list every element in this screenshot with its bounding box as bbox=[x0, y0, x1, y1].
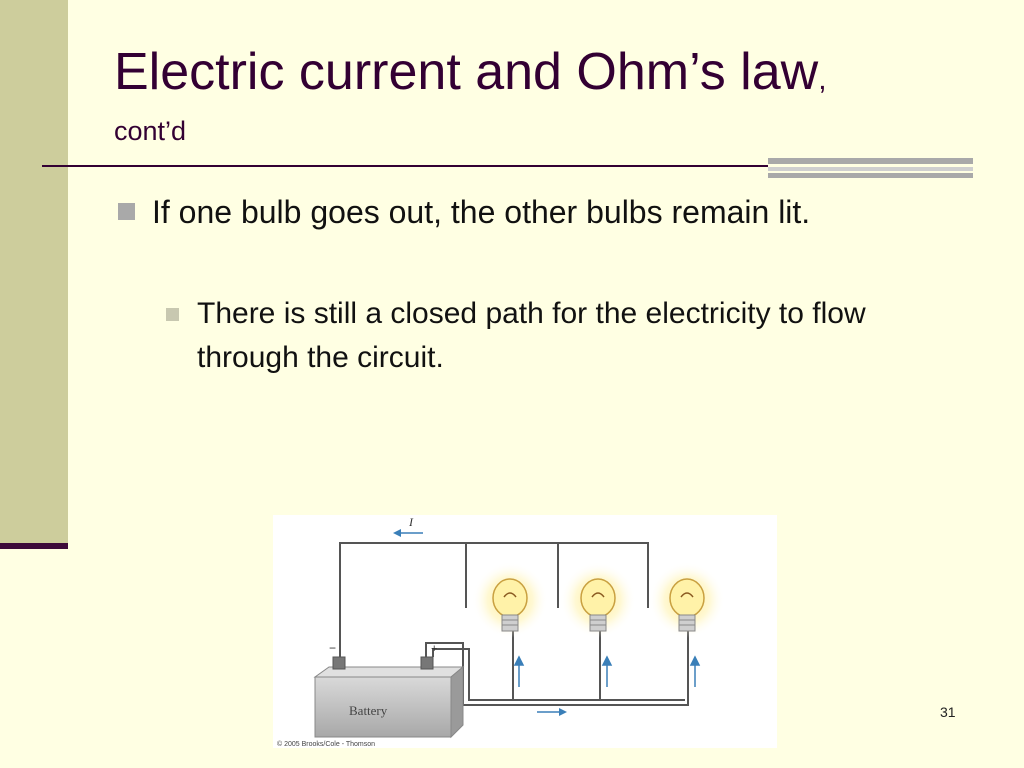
current-arrow-top bbox=[393, 529, 423, 537]
negative-terminal-label: − bbox=[329, 641, 336, 655]
bulb bbox=[472, 562, 548, 638]
bulb bbox=[560, 562, 636, 638]
square-bullet-icon bbox=[118, 203, 135, 220]
positive-terminal-label: + bbox=[431, 643, 437, 655]
current-arrow-bottom bbox=[537, 708, 567, 716]
sub-bullet-item: There is still a closed path for the ele… bbox=[166, 292, 956, 380]
bullet-item: If one bulb goes out, the other bulbs re… bbox=[118, 190, 938, 234]
square-sub-bullet-icon bbox=[166, 308, 179, 321]
title-suffix: cont’d bbox=[114, 116, 187, 146]
bulb bbox=[649, 562, 725, 638]
parallel-circuit-figure: I bbox=[273, 515, 777, 748]
slide-title: Electric current and Ohm’s law, bbox=[114, 42, 827, 110]
title-text: Electric current and Ohm’s law bbox=[114, 43, 819, 101]
wires bbox=[339, 542, 689, 706]
title-rule bbox=[42, 165, 770, 167]
current-arrows-up bbox=[513, 655, 701, 687]
side-strip-base bbox=[0, 543, 68, 549]
bullet-text: If one bulb goes out, the other bulbs re… bbox=[152, 194, 811, 230]
sub-bullet-text: There is still a closed path for the ele… bbox=[197, 297, 866, 374]
battery-icon bbox=[313, 656, 465, 739]
figure-copyright: © 2005 Brooks/Cole - Thomson bbox=[277, 740, 375, 748]
page-number: 31 bbox=[940, 704, 956, 720]
accent-bars bbox=[768, 158, 973, 178]
circuit-diagram: I bbox=[277, 515, 725, 748]
title-comma: , bbox=[818, 63, 827, 96]
current-label: I bbox=[408, 515, 414, 529]
side-strip bbox=[0, 0, 68, 543]
battery-label: Battery bbox=[349, 703, 388, 718]
